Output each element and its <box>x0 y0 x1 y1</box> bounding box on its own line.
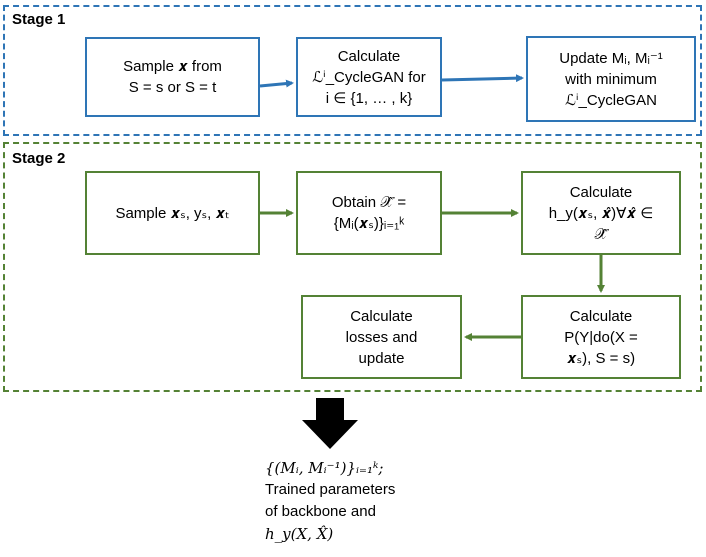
box-line: ℒⁱ_CycleGAN <box>565 91 657 109</box>
box-line: P(Y|do(X = <box>564 328 638 346</box>
output-arrow <box>302 398 358 449</box>
stage-1-label: Stage 1 <box>12 11 66 28</box>
output-line: of backbone and <box>265 503 376 520</box>
stage-2-losses-box: Calculate losses and update <box>301 295 462 379</box>
box-line: 𝒙ₛ), S = s) <box>566 349 636 367</box>
box-line: i ∈ {1, … , k} <box>325 89 413 107</box>
box-line: Sample 𝒙ₛ, yₛ, 𝒙ₜ <box>115 204 230 222</box>
stage-1-sample-box: Sample 𝒙 from S = s or S = t <box>85 37 260 117</box>
output-line: Trained parameters <box>265 481 396 498</box>
stage-2-sample-box: Sample 𝒙ₛ, yₛ, 𝒙ₜ <box>85 171 260 255</box>
arrow-calculate-to-update <box>441 74 524 83</box>
box-line: Obtain 𝒳̂ = <box>331 194 407 211</box>
box-line: S = s or S = t <box>128 79 217 96</box>
box-line: h_y(𝒙ₛ, 𝒙̂)∀𝒙̂ ∈ <box>548 204 654 222</box>
box-line: losses and <box>345 328 418 346</box>
stage-2-calculate-hy-box: Calculate h_y(𝒙ₛ, 𝒙̂)∀𝒙̂ ∈ 𝒳̂ <box>521 171 681 255</box>
box-line: {Mᵢ(𝒙ₛ)}ᵢ₌₁ᵏ <box>333 215 405 232</box>
stage-2-calculate-p-box: Calculate P(Y|do(X = 𝒙ₛ), S = s) <box>521 295 681 379</box>
output-line: {(Mᵢ, Mᵢ⁻¹)}ᵢ₌₁ᵏ; <box>265 459 384 477</box>
box-line: Calculate <box>569 307 633 325</box>
box-line: Update Mᵢ, Mᵢ⁻¹ <box>559 49 663 67</box>
stage-2-frame <box>3 142 702 392</box>
output-line: h_y(X, X̂) <box>265 525 334 543</box>
stage-2-obtain-box: Obtain 𝒳̂ = {Mᵢ(𝒙ₛ)}ᵢ₌₁ᵏ <box>296 171 442 255</box>
stage-1-calculate-box: Calculate ℒⁱ_CycleGAN for i ∈ {1, … , k} <box>296 37 442 117</box>
stage-1-update-box: Update Mᵢ, Mᵢ⁻¹ with minimum ℒⁱ_CycleGAN <box>526 36 696 122</box>
box-line: with minimum <box>565 70 657 88</box>
box-line: Calculate <box>337 47 401 65</box>
box-line: Sample 𝒙 from <box>123 58 222 75</box>
box-line: Calculate <box>350 307 413 325</box>
output-text: {(Mᵢ, Mᵢ⁻¹)}ᵢ₌₁ᵏ; Trained parameters of … <box>265 457 395 545</box>
box-line: update <box>358 349 405 367</box>
box-line: Calculate <box>569 183 633 201</box>
stage-2-label: Stage 2 <box>12 150 66 167</box>
box-line: ℒⁱ_CycleGAN for <box>312 68 426 86</box>
box-line: 𝒳̂ <box>594 225 608 243</box>
arrow-sample-to-calculate <box>259 79 294 88</box>
stage-1-frame <box>3 5 702 136</box>
